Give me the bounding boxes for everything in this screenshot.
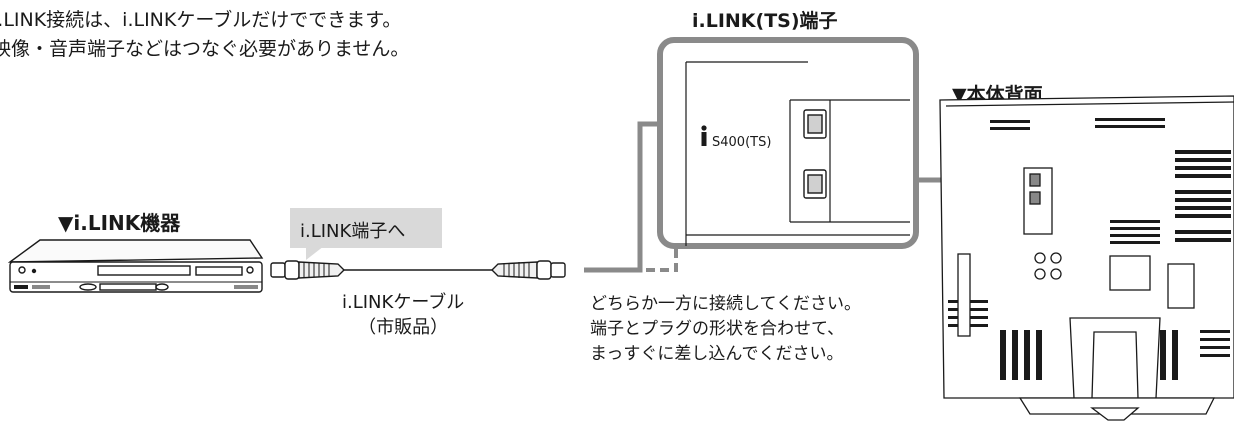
recorder-icon xyxy=(7,239,264,293)
note-line-2: 端子とプラグの形状を合わせて、 xyxy=(590,319,845,339)
note-line-1: どちらか一方に接続してください。 xyxy=(590,294,861,314)
ilink-port-panel: S400(TS) xyxy=(657,37,919,249)
cable-caption: i.LINKケーブル （市販品） xyxy=(342,290,464,340)
terminal-bubble xyxy=(290,208,442,248)
tv-back-icon xyxy=(939,95,1234,421)
device-heading: ▼i.LINK機器 xyxy=(58,211,181,235)
connection-note: どちらか一方に接続してください。 端子とプラグの形状を合わせて、 まっすぐに差し… xyxy=(590,292,861,367)
cable-caption-line-1: i.LINKケーブル xyxy=(342,292,465,313)
ilink-port-icon xyxy=(803,109,827,199)
ts-terminal-heading: i.LINK(TS)端子 xyxy=(692,10,838,32)
note-line-3: まっすぐに差し込んでください。 xyxy=(590,344,844,364)
port-label: S400(TS) xyxy=(712,135,771,150)
terminal-bubble-tail xyxy=(306,246,324,260)
i-logo-icon xyxy=(701,125,707,146)
intro-text: i.LINK接続は、i.LINKケーブルだけでできます。 映像・音声端子などはつ… xyxy=(0,6,409,64)
intro-line-2: 映像・音声端子などはつなぐ必要がありません。 xyxy=(0,38,410,60)
intro-line-1: i.LINK接続は、i.LINKケーブルだけでできます。 xyxy=(0,9,402,31)
terminal-bubble-text: i.LINK端子へ xyxy=(300,221,406,242)
cable-caption-line-2: （市販品） xyxy=(358,317,449,338)
ilink-cable-icon xyxy=(270,260,566,280)
